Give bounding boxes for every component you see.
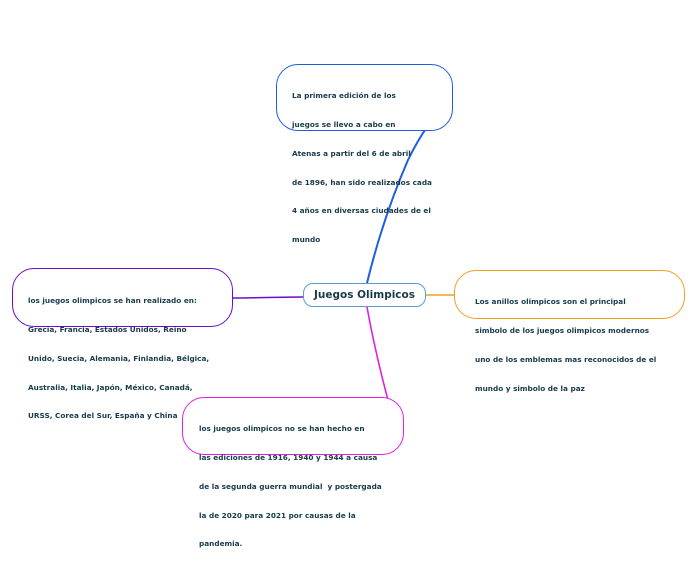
text-line: pandemia.: [199, 539, 243, 549]
text-line: Los anillos olimpicos son el principal: [475, 297, 626, 307]
node-top-text: La primera edición de los juegos se llev…: [292, 72, 432, 264]
text-line: simbolo de los juegos olimpicos modernos: [475, 325, 650, 335]
text-line: las ediciones de 1916, 1940 y 1944 a cau…: [199, 452, 378, 462]
text-line: los juegos olimpicos se han realizado en…: [28, 296, 197, 306]
central-topic-node[interactable]: Juegos Olimpicos: [303, 283, 426, 307]
central-topic-label: Juegos Olimpicos: [313, 289, 415, 301]
text-line: Grecia, Francia, Estados Unidos, Reino: [28, 324, 187, 334]
node-left[interactable]: los juegos olimpicos se han realizado en…: [12, 268, 233, 420]
text-line: Australia, Italia, Japón, México, Canadá…: [28, 382, 193, 392]
node-bottom-text: los juegos olimpicos no se han hecho en …: [199, 405, 382, 568]
node-bottom[interactable]: los juegos olimpicos no se han hecho en …: [182, 397, 404, 548]
text-line: mundo: [292, 235, 321, 245]
text-line: URSS, Corea del Sur, España y China: [28, 411, 178, 421]
text-line: uno de los emblemas mas reconocidos de e…: [475, 354, 657, 364]
text-line: La primera edición de los: [292, 91, 396, 101]
text-line: la de 2020 para 2021 por causas de la: [199, 510, 356, 520]
node-right-text: Los anillos olimpicos son el principal s…: [475, 278, 656, 412]
text-line: Atenas a partir del 6 de abril: [292, 148, 411, 158]
text-line: Unido, Suecia, Alemania, Finlandia, Bélg…: [28, 353, 210, 363]
connector-left: [231, 296, 304, 299]
text-line: los juegos olimpicos no se han hecho en: [199, 424, 365, 434]
node-right[interactable]: Los anillos olimpicos son el principal s…: [454, 270, 685, 393]
node-left-text: los juegos olimpicos se han realizado en…: [28, 277, 209, 440]
text-line: 4 años en diversas ciudades de el: [292, 206, 431, 216]
text-line: de la segunda guerra mundial y postergad…: [199, 481, 382, 491]
text-line: mundo y simbolo de la paz: [475, 383, 585, 393]
node-top[interactable]: La primera edición de los juegos se llev…: [276, 64, 453, 244]
text-line: juegos se llevo a cabo en: [292, 119, 396, 129]
text-line: de 1896, han sido realizados cada: [292, 177, 432, 187]
